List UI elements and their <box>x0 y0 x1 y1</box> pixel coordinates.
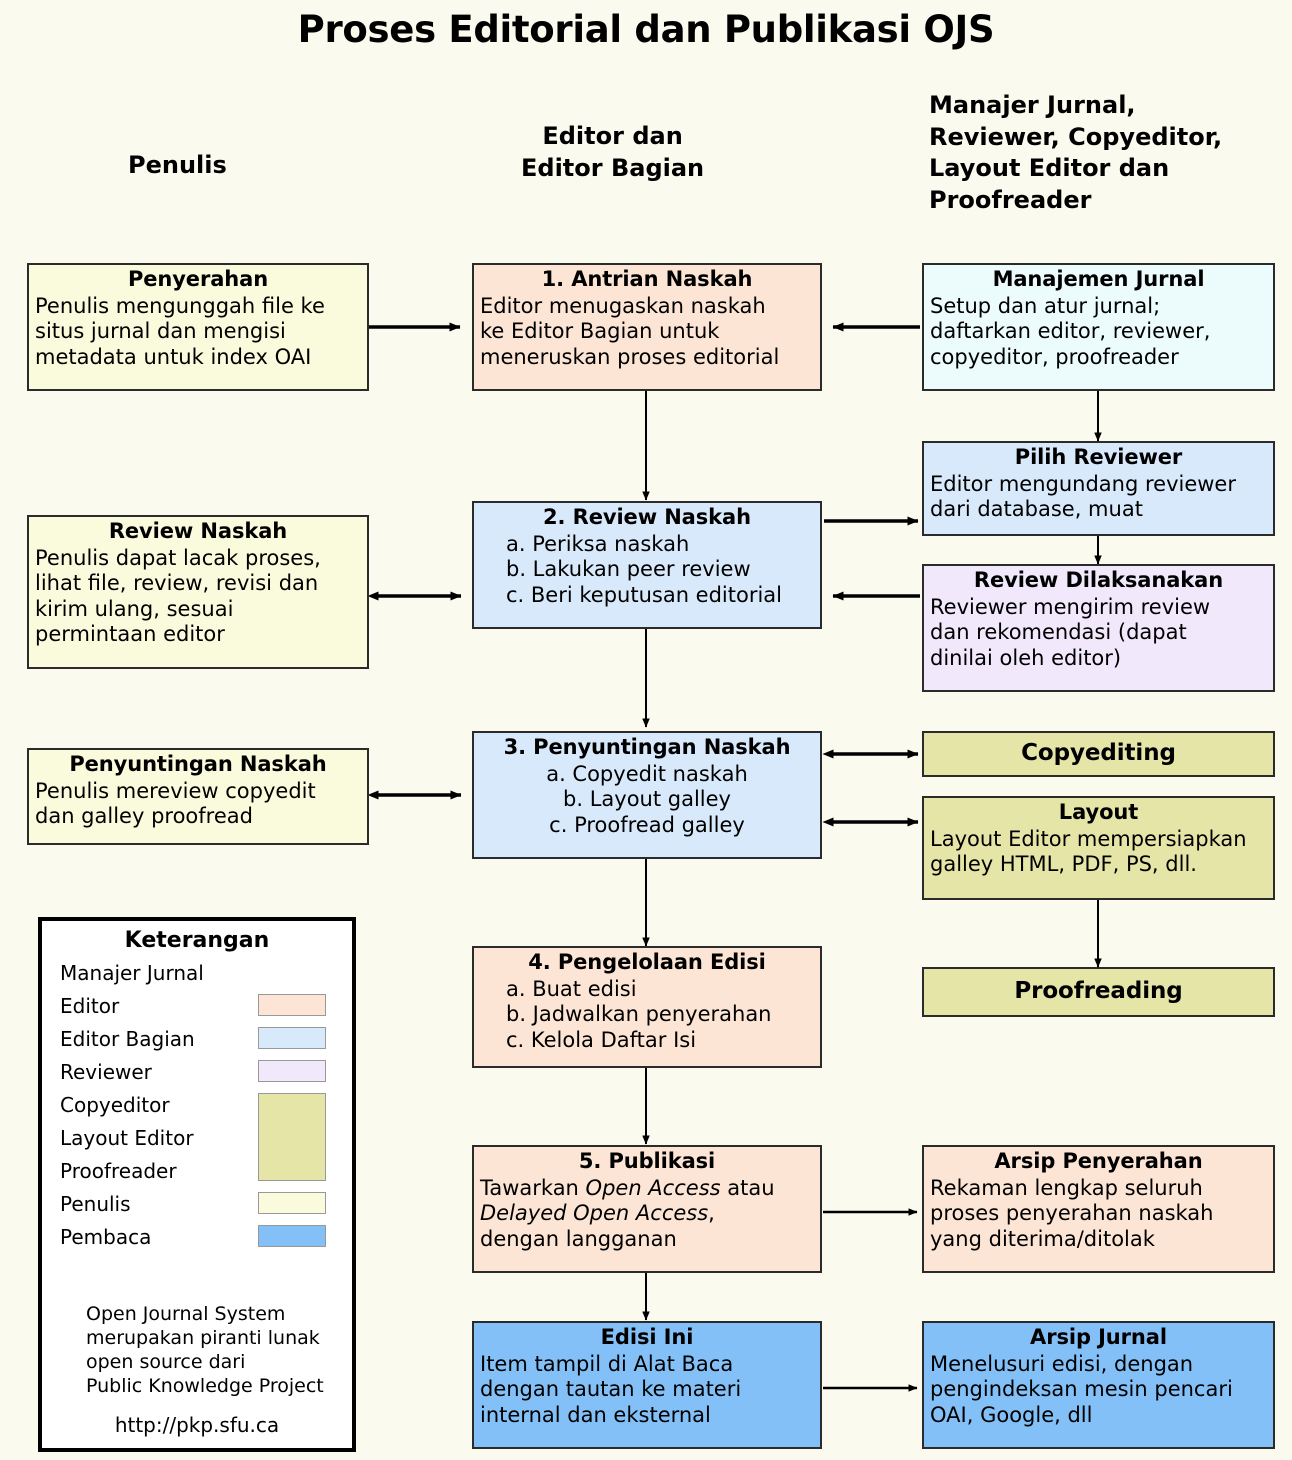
node-title: Arsip Penyerahan <box>994 1149 1203 1173</box>
node-body: Item tampil di Alat Baca dengan tautan k… <box>480 1351 742 1427</box>
node-proofreading[interactable]: Proofreading <box>922 967 1275 1017</box>
node-manajemen-jurnal[interactable]: Manajemen Jurnal Setup dan atur jurnal; … <box>922 263 1275 391</box>
legend-item: Proofreader <box>42 1154 352 1187</box>
page-title: Proses Editorial dan Publikasi OJS <box>297 8 995 51</box>
legend-item: Copyeditor <box>42 1088 352 1121</box>
legend-swatch-copyeditor-layout-proofreader <box>258 1093 326 1181</box>
legend-item-label: Editor Bagian <box>60 1026 195 1051</box>
legend-item: Manajer Jurnal <box>42 956 352 989</box>
node-title: Review Dilaksanakan <box>973 568 1224 592</box>
legend-item: Penulis <box>42 1187 352 1220</box>
legend-item-label: Reviewer <box>60 1059 152 1084</box>
node-body: Layout Editor mempersiapkan galley HTML,… <box>930 826 1247 877</box>
legend-swatch-reviewer <box>258 1060 326 1082</box>
node-title: Arsip Jurnal <box>1030 1325 1167 1349</box>
node-title: 5. Publikasi <box>578 1149 716 1173</box>
legend-item: Layout Editor <box>42 1121 352 1154</box>
node-title: 2. Review Naskah <box>543 505 751 529</box>
legend-url: http://pkp.sfu.ca <box>114 1413 280 1437</box>
node-title: Penyuntingan Naskah <box>69 752 327 776</box>
legend-item-label: Pembaca <box>60 1224 152 1249</box>
legend-swatch-editor-bagian <box>258 1027 326 1049</box>
node-body: Menelusuri edisi, dengan pengindeksan me… <box>930 1351 1233 1427</box>
legend-swatch-editor <box>258 994 326 1016</box>
legend-item: Editor <box>42 989 352 1022</box>
node-penyuntingan-naskah-penulis[interactable]: Penyuntingan Naskah Penulis mereview cop… <box>27 748 369 845</box>
node-title: 4. Pengelolaan Edisi <box>528 950 766 974</box>
node-edisi-ini[interactable]: Edisi Ini Item tampil di Alat Baca denga… <box>472 1321 822 1449</box>
legend-item-label: Editor <box>60 993 120 1018</box>
node-review-naskah-penulis[interactable]: Review Naskah Penulis dapat lacak proses… <box>27 515 369 669</box>
legend-title: Keterangan <box>124 928 270 953</box>
node-layout[interactable]: Layout Layout Editor mempersiapkan galle… <box>922 796 1275 900</box>
legend-item: Editor Bagian <box>42 1022 352 1055</box>
legend-item-label: Penulis <box>60 1191 131 1216</box>
legend-item-label: Proofreader <box>60 1158 177 1183</box>
node-body: a. Buat edisi b. Jadwalkan penyerahan c.… <box>506 976 772 1052</box>
node-arsip-penyerahan[interactable]: Arsip Penyerahan Rekaman lengkap seluruh… <box>922 1145 1275 1273</box>
node-body: Setup dan atur jurnal; daftarkan editor,… <box>930 293 1211 369</box>
node-penyerahan[interactable]: Penyerahan Penulis mengunggah file ke si… <box>27 263 369 391</box>
node-review-naskah[interactable]: 2. Review Naskah a. Periksa naskah b. La… <box>472 501 822 629</box>
node-title: Layout <box>1058 800 1139 824</box>
node-body: a. Periksa naskah b. Lakukan peer review… <box>506 531 783 607</box>
node-copyediting[interactable]: Copyediting <box>922 731 1275 777</box>
legend-item-label: Manajer Jurnal <box>60 960 204 985</box>
legend-swatch-pembaca <box>258 1225 326 1247</box>
node-penyuntingan-naskah[interactable]: 3. Penyuntingan Naskah a. Copyedit naska… <box>472 731 822 859</box>
node-body: Penulis mengunggah file ke situs jurnal … <box>35 293 325 369</box>
node-publikasi[interactable]: 5. Publikasi Tawarkan Open Access atau D… <box>472 1145 822 1273</box>
node-body: Tawarkan Open Access atau Delayed Open A… <box>480 1175 775 1251</box>
legend-swatch-penulis <box>258 1192 326 1214</box>
node-body: Editor mengundang reviewer dari database… <box>930 471 1236 522</box>
node-title: Review Naskah <box>108 519 288 543</box>
legend-item: Pembaca <box>42 1220 352 1253</box>
node-title: Manajemen Jurnal <box>992 267 1205 291</box>
node-title: Penyerahan <box>127 267 269 291</box>
legend-item-label: Layout Editor <box>60 1125 194 1150</box>
node-title: Copyediting <box>1021 739 1176 766</box>
node-body: Penulis dapat lacak proses, lihat file, … <box>35 545 321 647</box>
node-title: 1. Antrian Naskah <box>541 267 753 291</box>
column-header-lainnya: Manajer Jurnal, Reviewer, Copyeditor, La… <box>929 91 1223 215</box>
node-review-dilaksanakan[interactable]: Review Dilaksanakan Reviewer mengirim re… <box>922 564 1275 692</box>
node-title: Proofreading <box>1014 977 1183 1004</box>
node-body: Reviewer mengirim review dan rekomendasi… <box>930 594 1211 670</box>
legend-item-label: Copyeditor <box>60 1092 170 1117</box>
node-body: Editor menugaskan naskah ke Editor Bagia… <box>480 293 780 369</box>
node-arsip-jurnal[interactable]: Arsip Jurnal Menelusuri edisi, dengan pe… <box>922 1321 1275 1449</box>
node-pengelolaan-edisi[interactable]: 4. Pengelolaan Edisi a. Buat edisi b. Ja… <box>472 946 822 1068</box>
column-header-penulis: Penulis <box>128 151 227 179</box>
legend-item: Reviewer <box>42 1055 352 1088</box>
node-title: 3. Penyuntingan Naskah <box>503 735 791 759</box>
node-body: Penulis mereview copyedit dan galley pro… <box>35 778 316 829</box>
column-header-editor: Editor dan Editor Bagian <box>521 122 705 182</box>
legend-note: Open Journal System merupakan piranti lu… <box>86 1303 324 1397</box>
node-title: Pilih Reviewer <box>1014 445 1183 469</box>
node-antrian-naskah[interactable]: 1. Antrian Naskah Editor menugaskan nask… <box>472 263 822 391</box>
node-body: a. Copyedit naskah b. Layout galley c. P… <box>546 761 748 837</box>
node-title: Edisi Ini <box>600 1325 694 1349</box>
node-body: Rekaman lengkap seluruh proses penyeraha… <box>930 1175 1214 1251</box>
node-pilih-reviewer[interactable]: Pilih Reviewer Editor mengundang reviewe… <box>922 441 1275 536</box>
